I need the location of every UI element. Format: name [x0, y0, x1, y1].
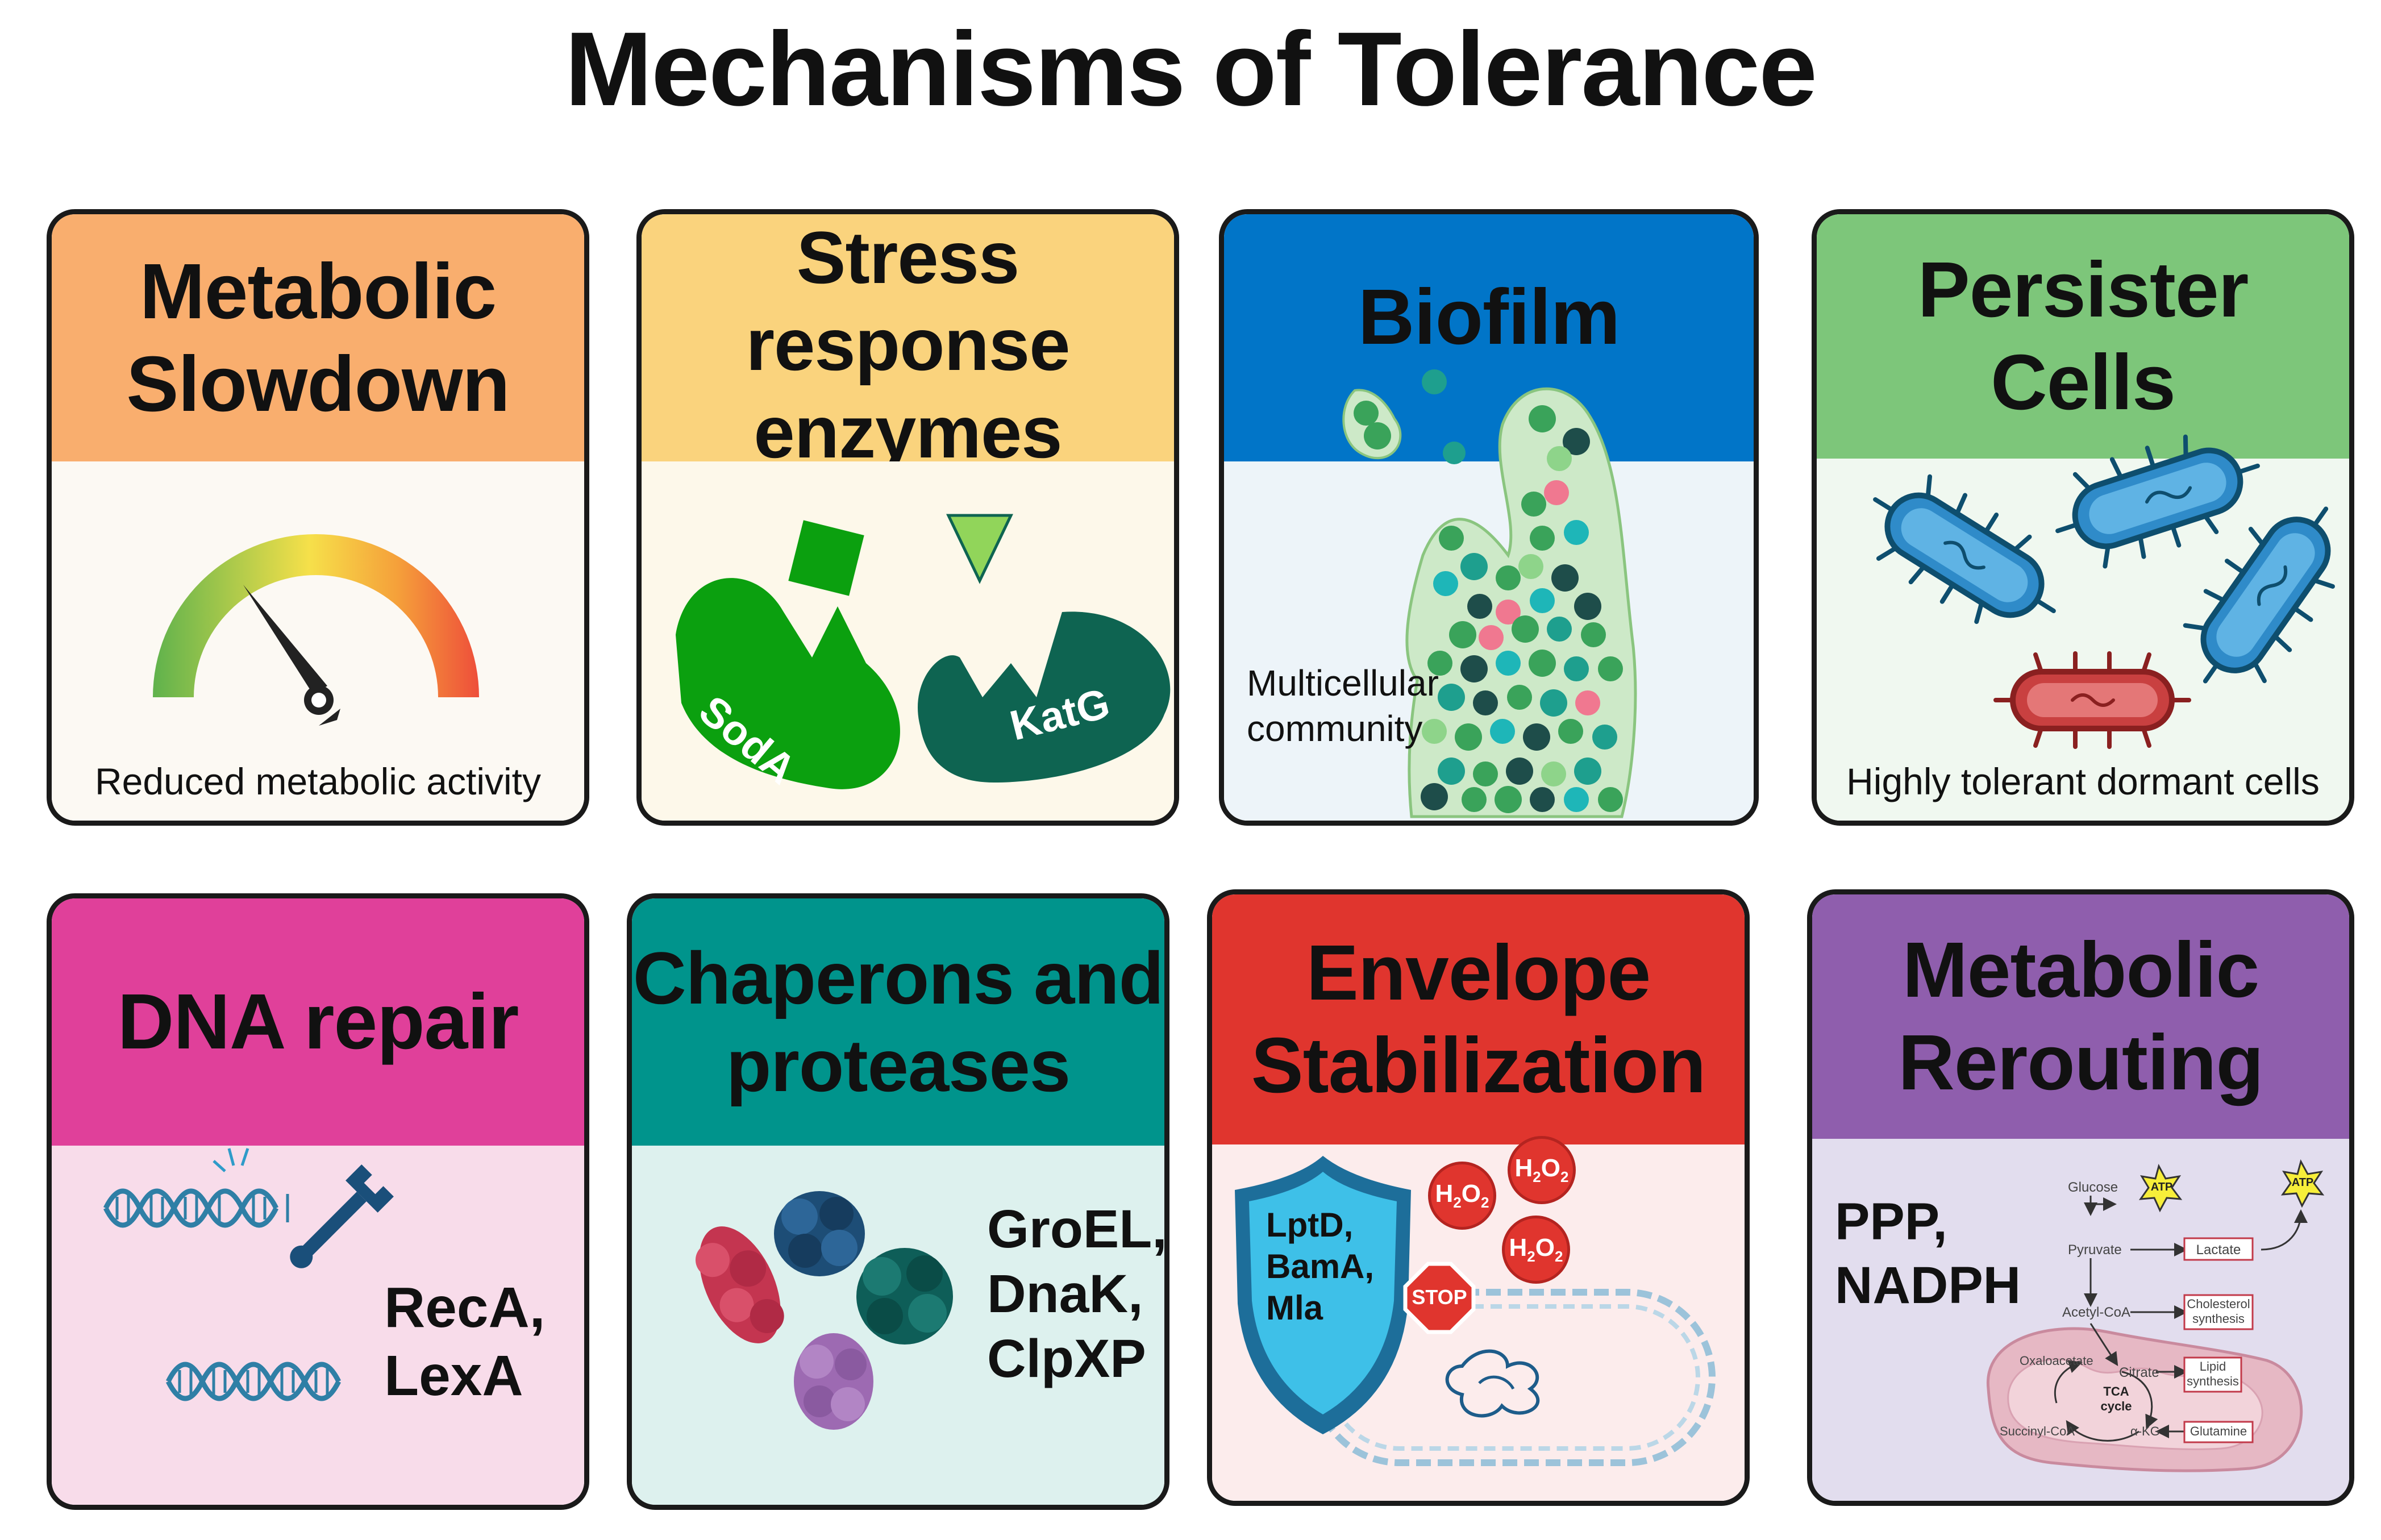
katg-enzyme-icon: [918, 514, 1171, 783]
panel-caption: Highly tolerant dormant cells: [1846, 760, 2320, 802]
h2o2-text: H2O2: [1514, 1154, 1569, 1185]
caption-line: community: [1247, 708, 1423, 749]
stop-label: STOP: [1412, 1285, 1467, 1309]
panel-title-line: Stabilization: [1251, 1022, 1706, 1109]
label-line: DnaK,: [987, 1264, 1143, 1324]
panel-title-line: Metabolic: [1902, 926, 2259, 1014]
panel-metabolic-rerouting: Metabolic Rerouting PPP, NADPH: [1807, 889, 2354, 1506]
panel-biofilm: Biofilm: [1219, 209, 1759, 826]
sod-enzyme-icon: [676, 520, 900, 789]
page-title: Mechanisms of Tolerance: [564, 11, 1817, 128]
panel-title: DNA repair: [117, 978, 519, 1066]
dna-helix-icon: [103, 1148, 394, 1401]
dna-repair-proteins-label: RecA, LexA: [384, 1273, 545, 1410]
label-line: Mla: [1266, 1289, 1323, 1327]
label-line: GroEL,: [987, 1199, 1167, 1259]
rerouting-label: PPP, NADPH: [1835, 1190, 2021, 1317]
panel-header: Metabolic Rerouting: [1812, 894, 2349, 1139]
h2o2-molecule: H2O2: [1502, 1216, 1570, 1284]
panel-persister-cells: Persister Cells: [1812, 209, 2354, 826]
label-line: LexA: [384, 1344, 523, 1408]
envelope-proteins-label: LptD, BamA, Mla: [1266, 1204, 1374, 1329]
speedometer-gauge-icon: [153, 534, 479, 726]
chaperon-proteins-label: GroEL, DnaK, ClpXP: [987, 1197, 1167, 1391]
h2o2-text: H2O2: [1435, 1180, 1489, 1211]
panel-chaperons-proteases: Chaperons and proteases GroEL, DnaK, Clp…: [627, 893, 1169, 1510]
panel-stress-response-enzymes: Stress response enzymes SodA KatG: [636, 209, 1179, 826]
panel-title-line: Envelope: [1306, 929, 1651, 1017]
panel-header: Persister Cells: [1817, 214, 2349, 459]
biofilm-caption: Multicellular community: [1247, 660, 1439, 751]
pathway-succinyl-coa: Succinyl-CoA: [2000, 1424, 2075, 1438]
shield-icon: [1235, 1156, 1411, 1434]
pathway-glucose: Glucose: [2068, 1180, 2118, 1195]
label-line: BamA,: [1266, 1247, 1375, 1286]
panel-title-line: Chaperons and: [632, 937, 1164, 1020]
metabolic-pathway-diagram: [1987, 1159, 2325, 1472]
panel-header: DNA repair: [52, 898, 584, 1146]
panel-envelope-stabilization: Envelope Stabilization LptD, BamA, Mla S…: [1207, 889, 1750, 1506]
h2o2-molecule: H2O2: [1428, 1162, 1496, 1230]
panel-body: [52, 461, 584, 821]
bacteria-icon: [1873, 434, 2335, 749]
panel-caption: Reduced metabolic activity: [94, 760, 542, 802]
pathway-glutamine: Glutamine: [2189, 1424, 2247, 1438]
caption-line: Multicellular: [1247, 663, 1439, 704]
label-line: RecA,: [384, 1276, 546, 1339]
pathway-acetyl-coa: Acetyl-CoA: [2062, 1305, 2131, 1320]
panel-header: Biofilm: [1224, 214, 1754, 461]
h2o2-molecule: H2O2: [1508, 1136, 1576, 1204]
panel-title-line: Rerouting: [1898, 1019, 2264, 1106]
panel-metabolic-slowdown: Metabolic Slowdown Reduced metabolic act…: [47, 209, 589, 826]
pathway-oxaloacetate: Oxaloacetate: [2020, 1354, 2093, 1368]
panel-header: Metabolic Slowdown: [52, 214, 584, 461]
panel-title-line: Cells: [1991, 339, 2176, 426]
atp-label: ATP: [2291, 1176, 2314, 1189]
panel-header: Stress response enzymes: [642, 214, 1174, 473]
panel-title-line: Persister: [1917, 246, 2249, 334]
protein-complex-icon: [695, 1191, 953, 1430]
label-line: NADPH: [1835, 1256, 2021, 1315]
panel-title-line: proteases: [726, 1023, 1071, 1107]
label-line: LptD,: [1266, 1206, 1354, 1244]
panel-title-line: enzymes: [754, 390, 1062, 473]
panel-title-line: Metabolic: [139, 247, 497, 335]
pathway-lactate: Lactate: [2196, 1242, 2241, 1258]
atp-label: ATP: [2150, 1181, 2173, 1193]
panel-title-line: Stress response: [746, 216, 1070, 386]
pathway-pyruvate: Pyruvate: [2068, 1242, 2122, 1258]
label-line: ClpXP: [987, 1329, 1146, 1389]
h2o2-text: H2O2: [1509, 1234, 1563, 1265]
label-line: PPP,: [1835, 1193, 1947, 1251]
biofilm-icon: [1342, 369, 1637, 818]
pathway-akg: α-KG: [2130, 1424, 2160, 1438]
panel-header: Chaperons and proteases: [632, 898, 1164, 1146]
panel-dna-repair: DNA repair: [47, 893, 589, 1510]
panel-title-line: Slowdown: [126, 340, 510, 428]
panel-title: Biofilm: [1358, 273, 1621, 361]
pathway-citrate: Citrate: [2119, 1365, 2159, 1380]
panel-header: Envelope Stabilization: [1212, 894, 1745, 1144]
stop-sign-icon: [1403, 1262, 1476, 1334]
